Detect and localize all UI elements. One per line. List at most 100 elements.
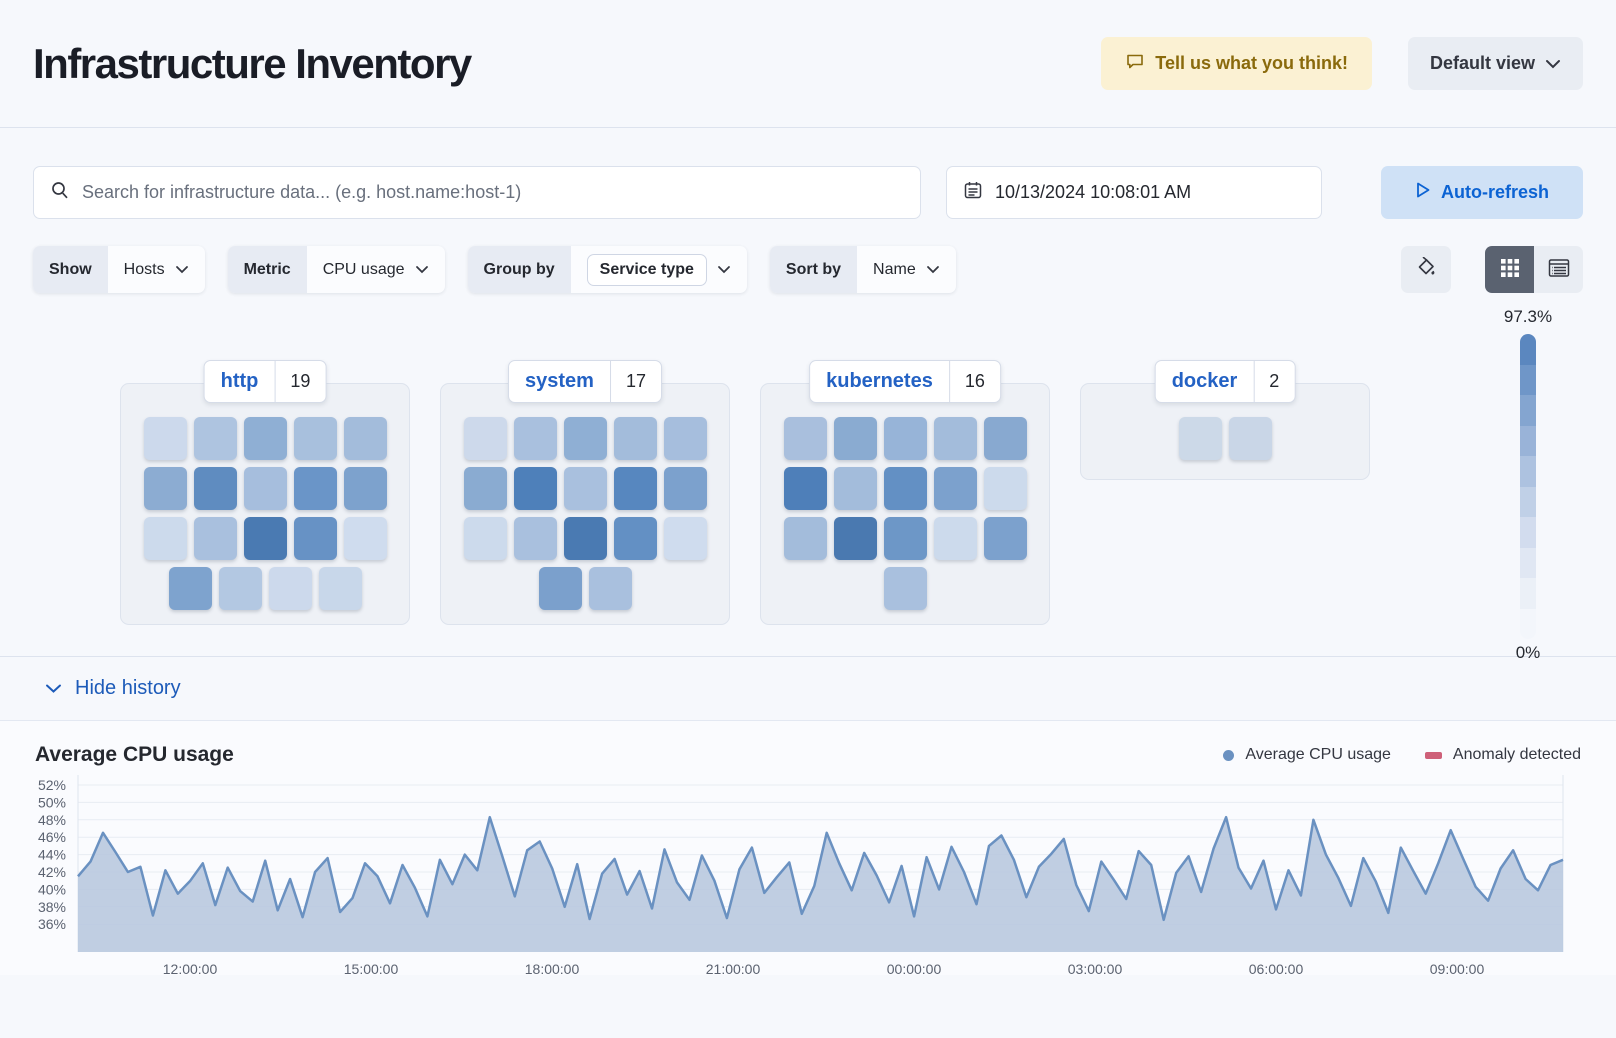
show-filter[interactable]: Show Hosts — [33, 246, 205, 293]
group-badge-http[interactable]: http19 — [204, 360, 327, 403]
group-name: http — [205, 361, 275, 402]
metric-filter-label: Metric — [228, 246, 307, 293]
host-square[interactable] — [589, 567, 632, 610]
grid-icon — [1500, 258, 1520, 281]
host-square[interactable] — [514, 517, 557, 560]
group-badge-system[interactable]: system17 — [508, 360, 662, 403]
svg-text:03:00:00: 03:00:00 — [1068, 961, 1123, 977]
host-square[interactable] — [564, 517, 607, 560]
host-square[interactable] — [344, 467, 387, 510]
color-scale-bar — [1520, 334, 1536, 639]
host-square[interactable] — [539, 567, 582, 610]
host-square[interactable] — [664, 517, 707, 560]
group-by-filter-label: Group by — [468, 246, 571, 293]
chevron-down-icon — [1545, 53, 1561, 74]
host-square[interactable] — [834, 417, 877, 460]
host-square[interactable] — [1229, 417, 1272, 460]
sort-by-filter[interactable]: Sort by Name — [770, 246, 956, 293]
host-square[interactable] — [614, 467, 657, 510]
map-view-button[interactable] — [1485, 246, 1534, 293]
host-square[interactable] — [834, 517, 877, 560]
show-filter-value: Hosts — [124, 261, 165, 279]
host-square[interactable] — [194, 517, 237, 560]
host-square[interactable] — [984, 467, 1027, 510]
host-square[interactable] — [294, 417, 337, 460]
svg-text:50%: 50% — [38, 794, 66, 810]
host-square[interactable] — [884, 467, 927, 510]
host-square[interactable] — [514, 417, 557, 460]
host-square[interactable] — [144, 517, 187, 560]
host-square[interactable] — [269, 567, 312, 610]
host-square[interactable] — [294, 517, 337, 560]
cpu-usage-area-chart[interactable]: 52%50%48%46%44%42%40%38%36%12:00:0015:00… — [0, 767, 1616, 977]
metric-filter[interactable]: Metric CPU usage — [228, 246, 445, 293]
host-square[interactable] — [244, 417, 287, 460]
host-square[interactable] — [194, 417, 237, 460]
calendar-icon — [963, 180, 983, 205]
host-square[interactable] — [464, 467, 507, 510]
host-square[interactable] — [244, 517, 287, 560]
auto-refresh-button[interactable]: Auto-refresh — [1381, 166, 1583, 219]
host-square[interactable] — [294, 467, 337, 510]
chevron-down-icon — [415, 261, 429, 279]
host-square[interactable] — [514, 467, 557, 510]
host-square[interactable] — [1179, 417, 1222, 460]
svg-text:18:00:00: 18:00:00 — [525, 961, 580, 977]
host-square[interactable] — [934, 417, 977, 460]
host-square[interactable] — [834, 467, 877, 510]
group-by-filter-value[interactable]: Service type — [587, 254, 707, 286]
metric-color-scale: 97.3% 0% — [1498, 307, 1558, 663]
show-filter-label: Show — [33, 246, 108, 293]
host-square[interactable] — [934, 517, 977, 560]
host-square[interactable] — [884, 567, 927, 610]
host-square[interactable] — [344, 417, 387, 460]
date-picker[interactable]: 10/13/2024 10:08:01 AM — [946, 166, 1322, 219]
feedback-button[interactable]: Tell us what you think! — [1101, 37, 1372, 90]
host-square[interactable] — [614, 417, 657, 460]
default-view-button[interactable]: Default view — [1408, 37, 1583, 90]
group-badge-docker[interactable]: docker2 — [1155, 360, 1296, 403]
speech-bubble-icon — [1125, 51, 1145, 76]
host-square[interactable] — [984, 517, 1027, 560]
legend-item-anomaly[interactable]: Anomaly detected — [1425, 746, 1581, 764]
host-square[interactable] — [664, 467, 707, 510]
hide-history-toggle[interactable]: Hide history — [45, 677, 181, 700]
color-palette-button[interactable] — [1401, 246, 1451, 293]
host-square[interactable] — [244, 467, 287, 510]
page-header: Infrastructure Inventory Tell us what yo… — [0, 0, 1616, 128]
host-square[interactable] — [934, 467, 977, 510]
host-square[interactable] — [664, 417, 707, 460]
filter-toolbar: Show Hosts Metric CPU usage Group by Ser… — [0, 246, 1616, 293]
feedback-label: Tell us what you think! — [1155, 53, 1348, 74]
host-square[interactable] — [194, 467, 237, 510]
chart-legend: Average CPU usage Anomaly detected — [1223, 746, 1581, 764]
host-square[interactable] — [884, 517, 927, 560]
query-toolbar: 10/13/2024 10:08:01 AM Auto-refresh — [0, 166, 1616, 219]
host-square[interactable] — [564, 417, 607, 460]
host-square[interactable] — [319, 567, 362, 610]
host-square[interactable] — [219, 567, 262, 610]
table-view-button[interactable] — [1534, 246, 1583, 293]
host-square[interactable] — [614, 517, 657, 560]
host-square[interactable] — [169, 567, 212, 610]
group-badge-kubernetes[interactable]: kubernetes16 — [809, 360, 1001, 403]
legend-item-avg-cpu[interactable]: Average CPU usage — [1223, 746, 1391, 764]
host-square[interactable] — [144, 417, 187, 460]
table-list-icon — [1548, 258, 1570, 281]
host-square[interactable] — [984, 417, 1027, 460]
host-square[interactable] — [564, 467, 607, 510]
host-square[interactable] — [144, 467, 187, 510]
svg-text:40%: 40% — [38, 881, 66, 897]
group-by-filter[interactable]: Group by Service type — [468, 246, 747, 293]
search-input[interactable] — [82, 182, 904, 203]
scale-min-label: 0% — [1498, 643, 1558, 663]
host-square[interactable] — [784, 467, 827, 510]
host-square[interactable] — [784, 517, 827, 560]
host-square[interactable] — [784, 417, 827, 460]
host-square[interactable] — [344, 517, 387, 560]
search-box[interactable] — [33, 166, 921, 219]
host-square[interactable] — [464, 517, 507, 560]
host-square[interactable] — [884, 417, 927, 460]
group-name: kubernetes — [810, 361, 949, 402]
host-square[interactable] — [464, 417, 507, 460]
